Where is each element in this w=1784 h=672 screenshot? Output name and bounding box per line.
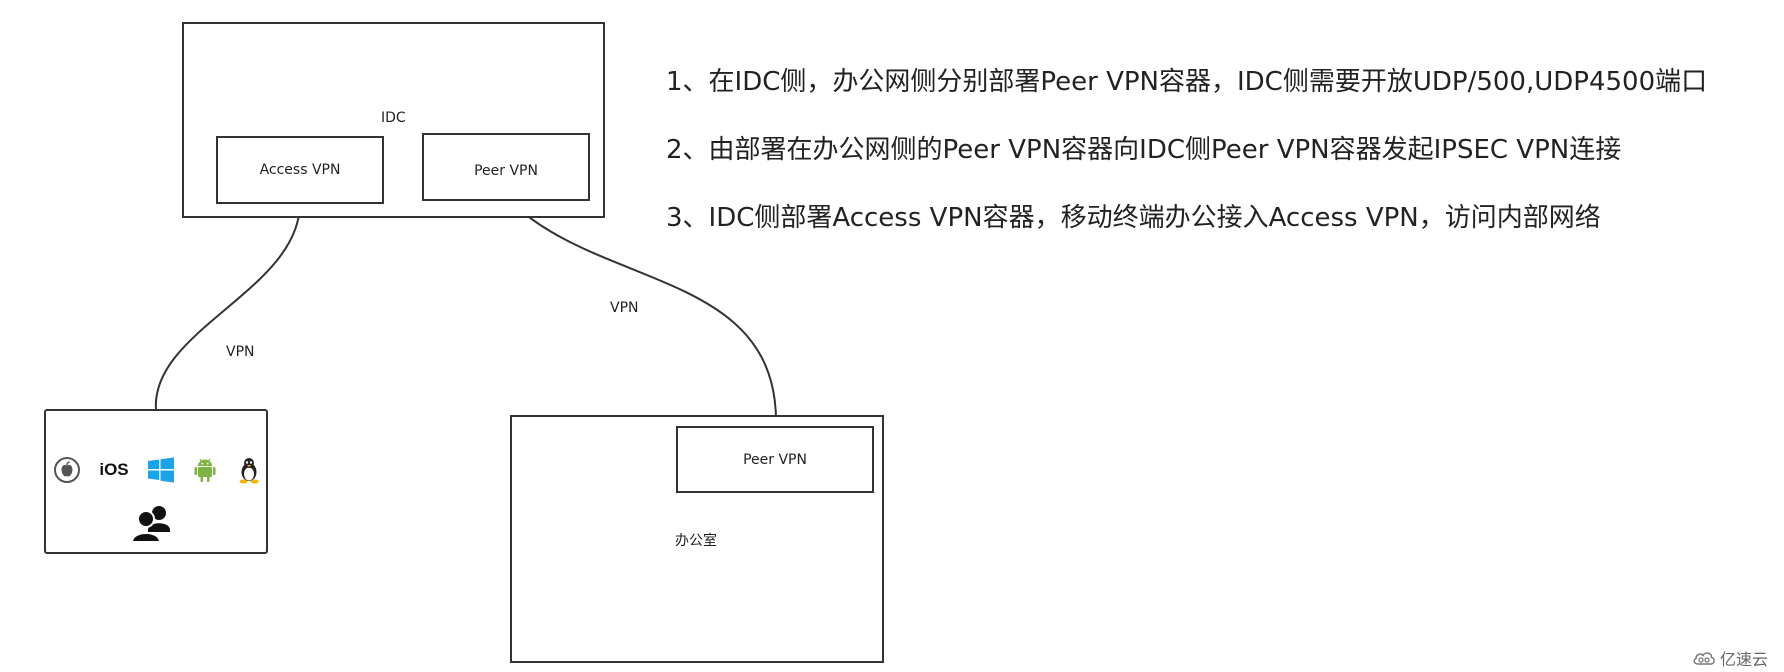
notes-list: 1、在IDC侧，办公网侧分别部署Peer VPN容器，IDC侧需要开放UDP/5… — [666, 62, 1707, 266]
note-item-2: 2、由部署在办公网侧的Peer VPN容器向IDC侧Peer VPN容器发起IP… — [666, 135, 1622, 165]
idc-title: IDC — [381, 110, 406, 126]
watermark-text: 亿速云 — [1720, 650, 1769, 669]
idc-access-vpn-box: Access VPN — [216, 136, 384, 204]
windows-icon — [147, 456, 175, 484]
android-icon — [191, 456, 219, 484]
office-vpn-link — [508, 199, 778, 428]
cloud-logo-icon — [1693, 652, 1715, 665]
users-icon — [124, 504, 180, 544]
ios-label: iOS — [99, 460, 129, 479]
office-peer-vpn-box: Peer VPN — [676, 426, 874, 493]
apple-icon — [53, 456, 81, 484]
idc-access-vpn-label: Access VPN — [259, 162, 341, 178]
office-peer-vpn-label: Peer VPN — [743, 451, 807, 468]
idc-peer-vpn-box: Peer VPN — [422, 133, 590, 201]
note-item-3: 3、IDC侧部署Access VPN容器，移动终端办公接入Access VPN，… — [666, 203, 1601, 233]
linux-icon — [235, 456, 263, 484]
watermark: 亿速云 — [1692, 646, 1768, 670]
office-title: 办公室 — [675, 533, 717, 549]
mobile-vpn-link — [154, 202, 301, 411]
os-icons-row: iOS — [53, 456, 279, 484]
ios-icon: iOS — [97, 456, 131, 484]
mobile-vpn-link-label: VPN — [226, 344, 255, 360]
office-vpn-link-label: VPN — [610, 300, 639, 316]
note-item-1: 1、在IDC侧，办公网侧分别部署Peer VPN容器，IDC侧需要开放UDP/5… — [666, 67, 1708, 97]
idc-peer-vpn-label: Peer VPN — [474, 163, 538, 179]
